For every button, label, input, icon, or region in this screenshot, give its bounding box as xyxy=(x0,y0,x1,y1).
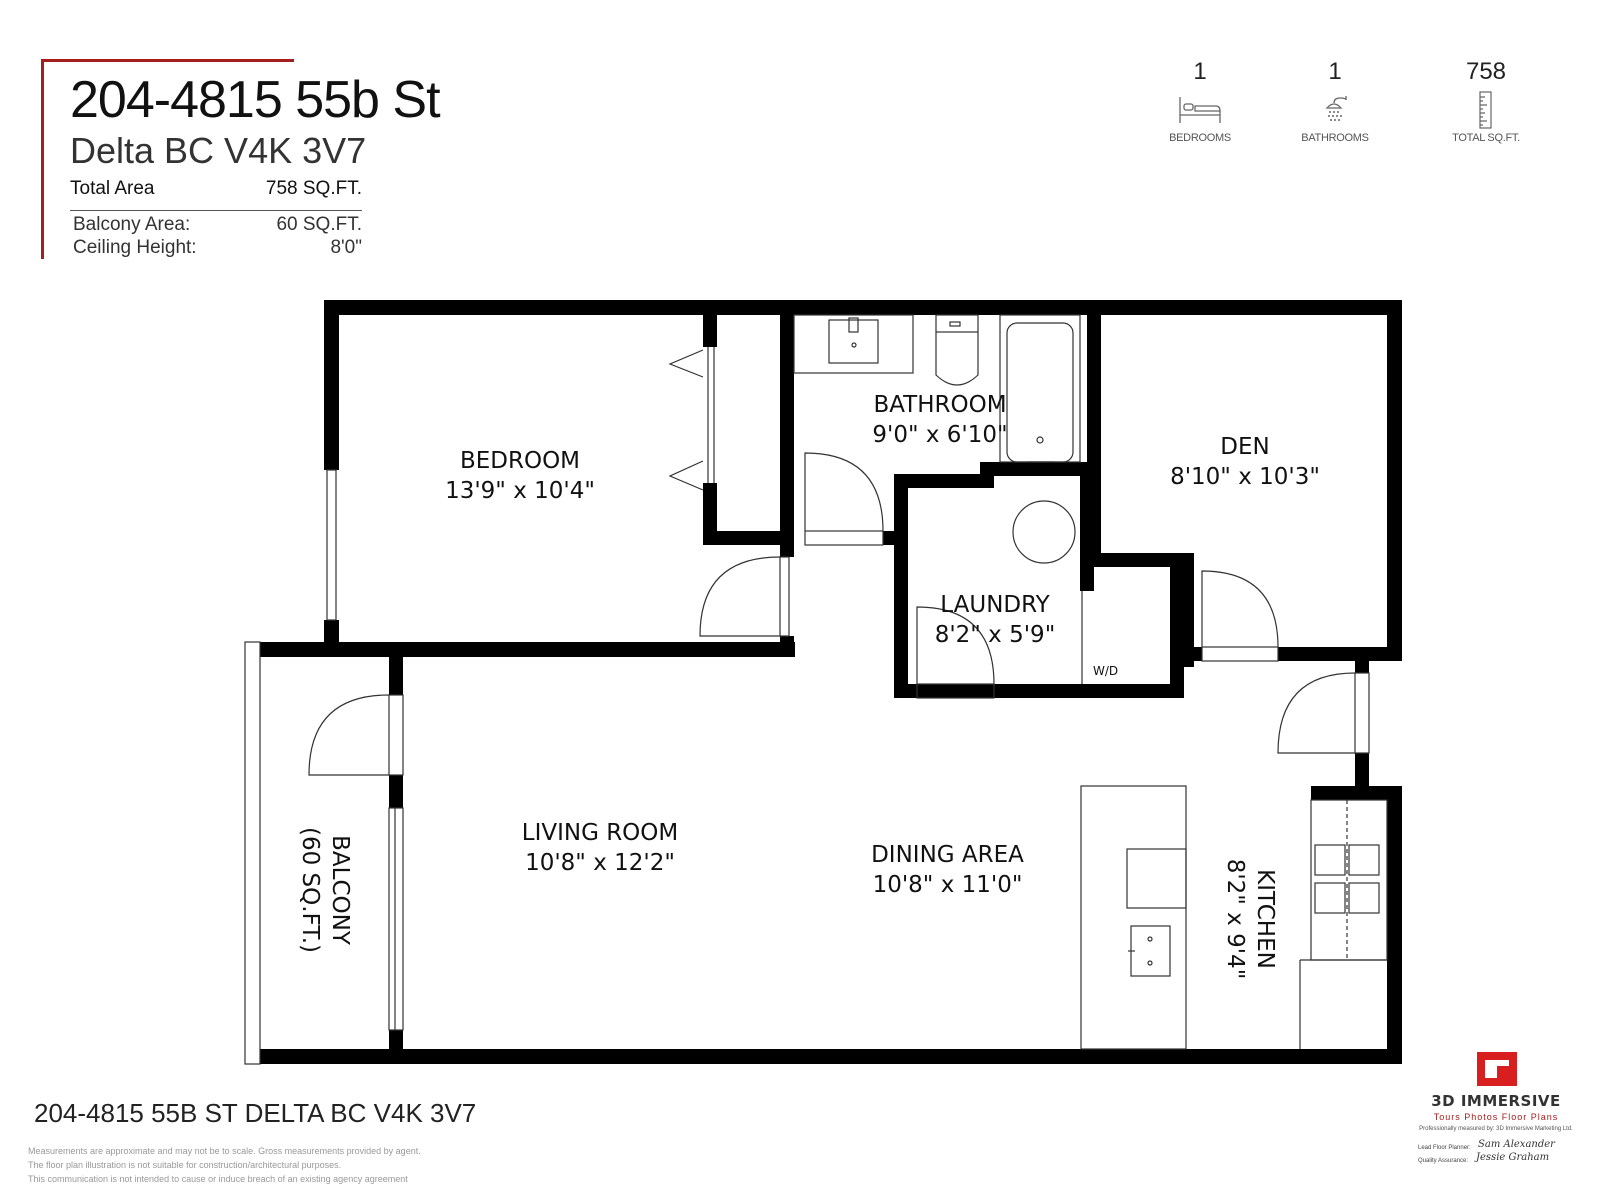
room-dining: DINING AREA 10'8" x 11'0" xyxy=(840,840,1055,900)
total-area-value: 758 SQ.FT. xyxy=(265,178,362,199)
room-den-dims: 8'10" x 10'3" xyxy=(1170,464,1320,490)
stat-bathrooms-label: BATHROOMS xyxy=(1301,132,1369,144)
brand-logo-icon xyxy=(1477,1052,1517,1086)
header-accent-rule xyxy=(41,59,44,259)
stat-bathrooms-value: 1 xyxy=(1328,58,1342,85)
divider xyxy=(70,210,362,211)
room-bedroom-dims: 13'9" x 10'4" xyxy=(445,478,595,504)
room-kitchen-name: KITCHEN xyxy=(1252,869,1278,969)
lead-planner-label: Lead Floor Planner: xyxy=(1418,1145,1471,1151)
brand-tagline: Tours Photos Floor Plans xyxy=(1433,1112,1559,1122)
footer-address: 204-4815 55B ST DELTA BC V4K 3V7 xyxy=(34,1098,477,1128)
room-den-name: DEN xyxy=(1220,434,1270,460)
room-balcony: BALCONY (60 SQ.FT.) xyxy=(295,790,355,990)
ceiling-height-value: 8'0" xyxy=(330,237,362,258)
room-bathroom-dims: 9'0" x 6'10" xyxy=(872,422,1008,448)
stat-bedrooms-label: BEDROOMS xyxy=(1169,132,1231,144)
stat-total-sqft-label: TOTAL SQ.FT. xyxy=(1452,132,1520,144)
stat-bedrooms-value: 1 xyxy=(1193,58,1207,85)
header-accent-rule-top xyxy=(41,59,294,62)
balcony-area-value: 60 SQ.FT. xyxy=(276,214,362,235)
room-living-name: LIVING ROOM xyxy=(521,820,679,846)
walls xyxy=(260,300,1402,1064)
room-dining-name: DINING AREA xyxy=(871,842,1024,868)
lead-planner-signature: Sam Alexander xyxy=(1478,1139,1555,1150)
stat-total-sqft-value: 758 xyxy=(1465,58,1507,85)
fixtures xyxy=(244,314,1388,1065)
room-laundry-dims: 8'2" x 5'9" xyxy=(934,622,1056,648)
room-laundry: LAUNDRY 8'2" x 5'9" xyxy=(900,590,1090,650)
washer-dryer-label: W/D xyxy=(1093,664,1119,678)
quality-assurance-signature: Jessie Graham xyxy=(1476,1152,1550,1163)
ruler-icon xyxy=(1426,88,1546,132)
shower-icon xyxy=(1275,88,1395,132)
room-kitchen: KITCHEN 8'2" x 9'4" xyxy=(1220,819,1280,1019)
brand-measured-by: Professionally measured by: 3D Immersive… xyxy=(1419,1126,1573,1132)
ceiling-height-label: Ceiling Height: xyxy=(73,237,197,258)
bed-icon xyxy=(1140,88,1260,132)
brand-name: 3D IMMERSIVE xyxy=(1431,1092,1561,1110)
room-kitchen-dims: 8'2" x 9'4" xyxy=(1222,858,1248,980)
room-living-dims: 10'8" x 12'2" xyxy=(525,850,675,876)
room-living: LIVING ROOM 10'8" x 12'2" xyxy=(490,818,710,878)
room-laundry-name: LAUNDRY xyxy=(940,592,1050,618)
stat-bedrooms: 1 BEDROOMS xyxy=(1140,58,1260,144)
room-bathroom-name: BATHROOM xyxy=(873,392,1007,418)
room-den: DEN 8'10" x 10'3" xyxy=(1145,432,1345,492)
disclaimer-line: Measurements are approximate and may not… xyxy=(28,1146,421,1156)
room-bathroom: BATHROOM 9'0" x 6'10" xyxy=(845,390,1035,450)
disclaimer: Measurements are approximate and may not… xyxy=(28,1144,488,1186)
disclaimer-line: The floor plan illustration is not suita… xyxy=(28,1160,342,1170)
room-bedroom: BEDROOM 13'9" x 10'4" xyxy=(420,446,620,506)
stat-bathrooms: 1 BATHROOMS xyxy=(1275,58,1395,144)
disclaimer-line: This communication is not intended to ca… xyxy=(28,1174,408,1184)
listing-title: 204-4815 55b St xyxy=(70,71,441,129)
room-balcony-dims: (60 SQ.FT.) xyxy=(297,827,323,953)
quality-assurance-label: Quality Assurance: xyxy=(1418,1158,1469,1164)
balcony-area-label: Balcony Area: xyxy=(73,214,191,235)
stat-total-sqft: 758 TOTAL SQ.FT. xyxy=(1426,58,1546,144)
room-bedroom-name: BEDROOM xyxy=(459,448,581,474)
room-dining-dims: 10'8" x 11'0" xyxy=(872,872,1023,898)
total-area-label: Total Area xyxy=(70,178,155,199)
room-balcony-name: BALCONY xyxy=(327,835,353,945)
listing-subtitle: Delta BC V4K 3V7 xyxy=(70,130,367,171)
